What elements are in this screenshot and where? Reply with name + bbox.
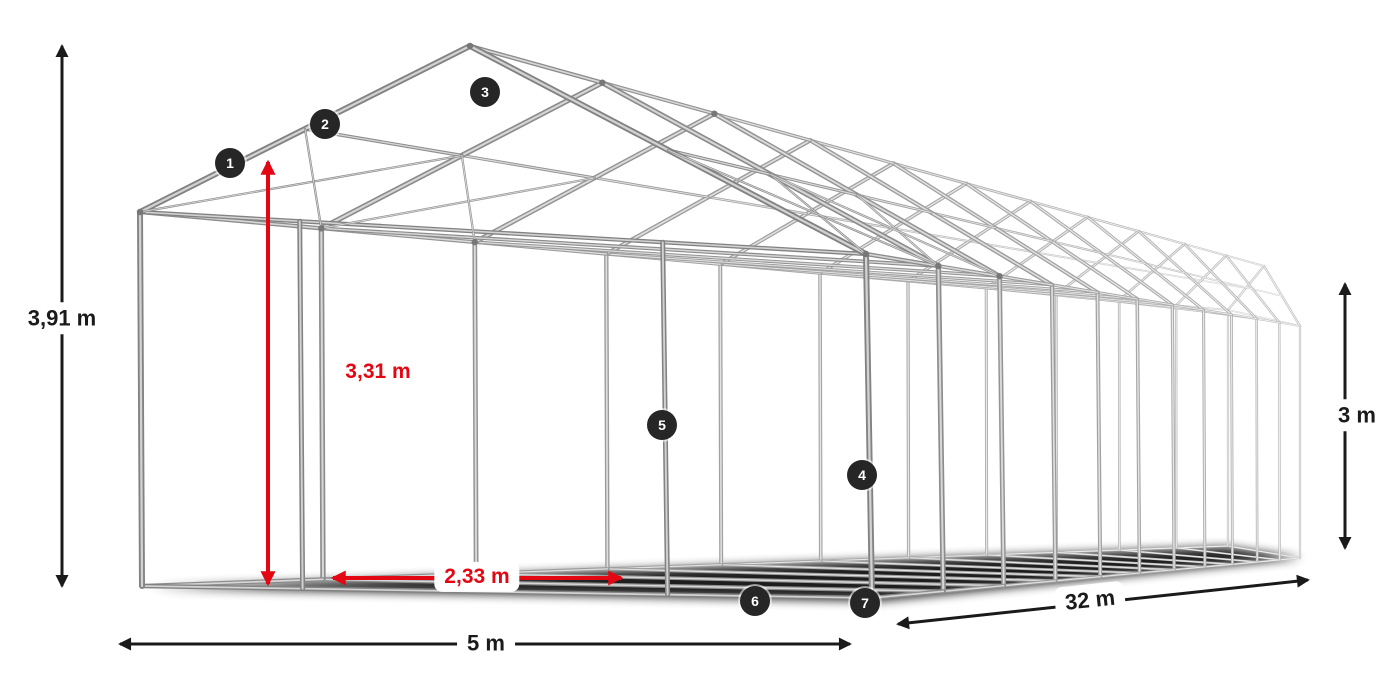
part-marker-4: 4 [847, 460, 877, 490]
part-marker-2: 2 [310, 109, 340, 139]
dimension-label-width: 5 m [457, 627, 515, 659]
frame-structure [136, 42, 1302, 601]
dimension-label-pole-spacing: 2,33 m [434, 561, 520, 593]
part-marker-3: 3 [470, 77, 500, 107]
part-marker-1: 1 [215, 148, 245, 178]
dimension-label-total-height: 3,91 m [17, 302, 107, 334]
dimension-label-side-height: 3 m [1328, 399, 1386, 431]
part-marker-6: 6 [740, 586, 770, 616]
part-marker-7: 7 [850, 588, 880, 618]
dimension-label-clear-height: 3,31 m [335, 356, 421, 388]
part-marker-5: 5 [647, 410, 677, 440]
